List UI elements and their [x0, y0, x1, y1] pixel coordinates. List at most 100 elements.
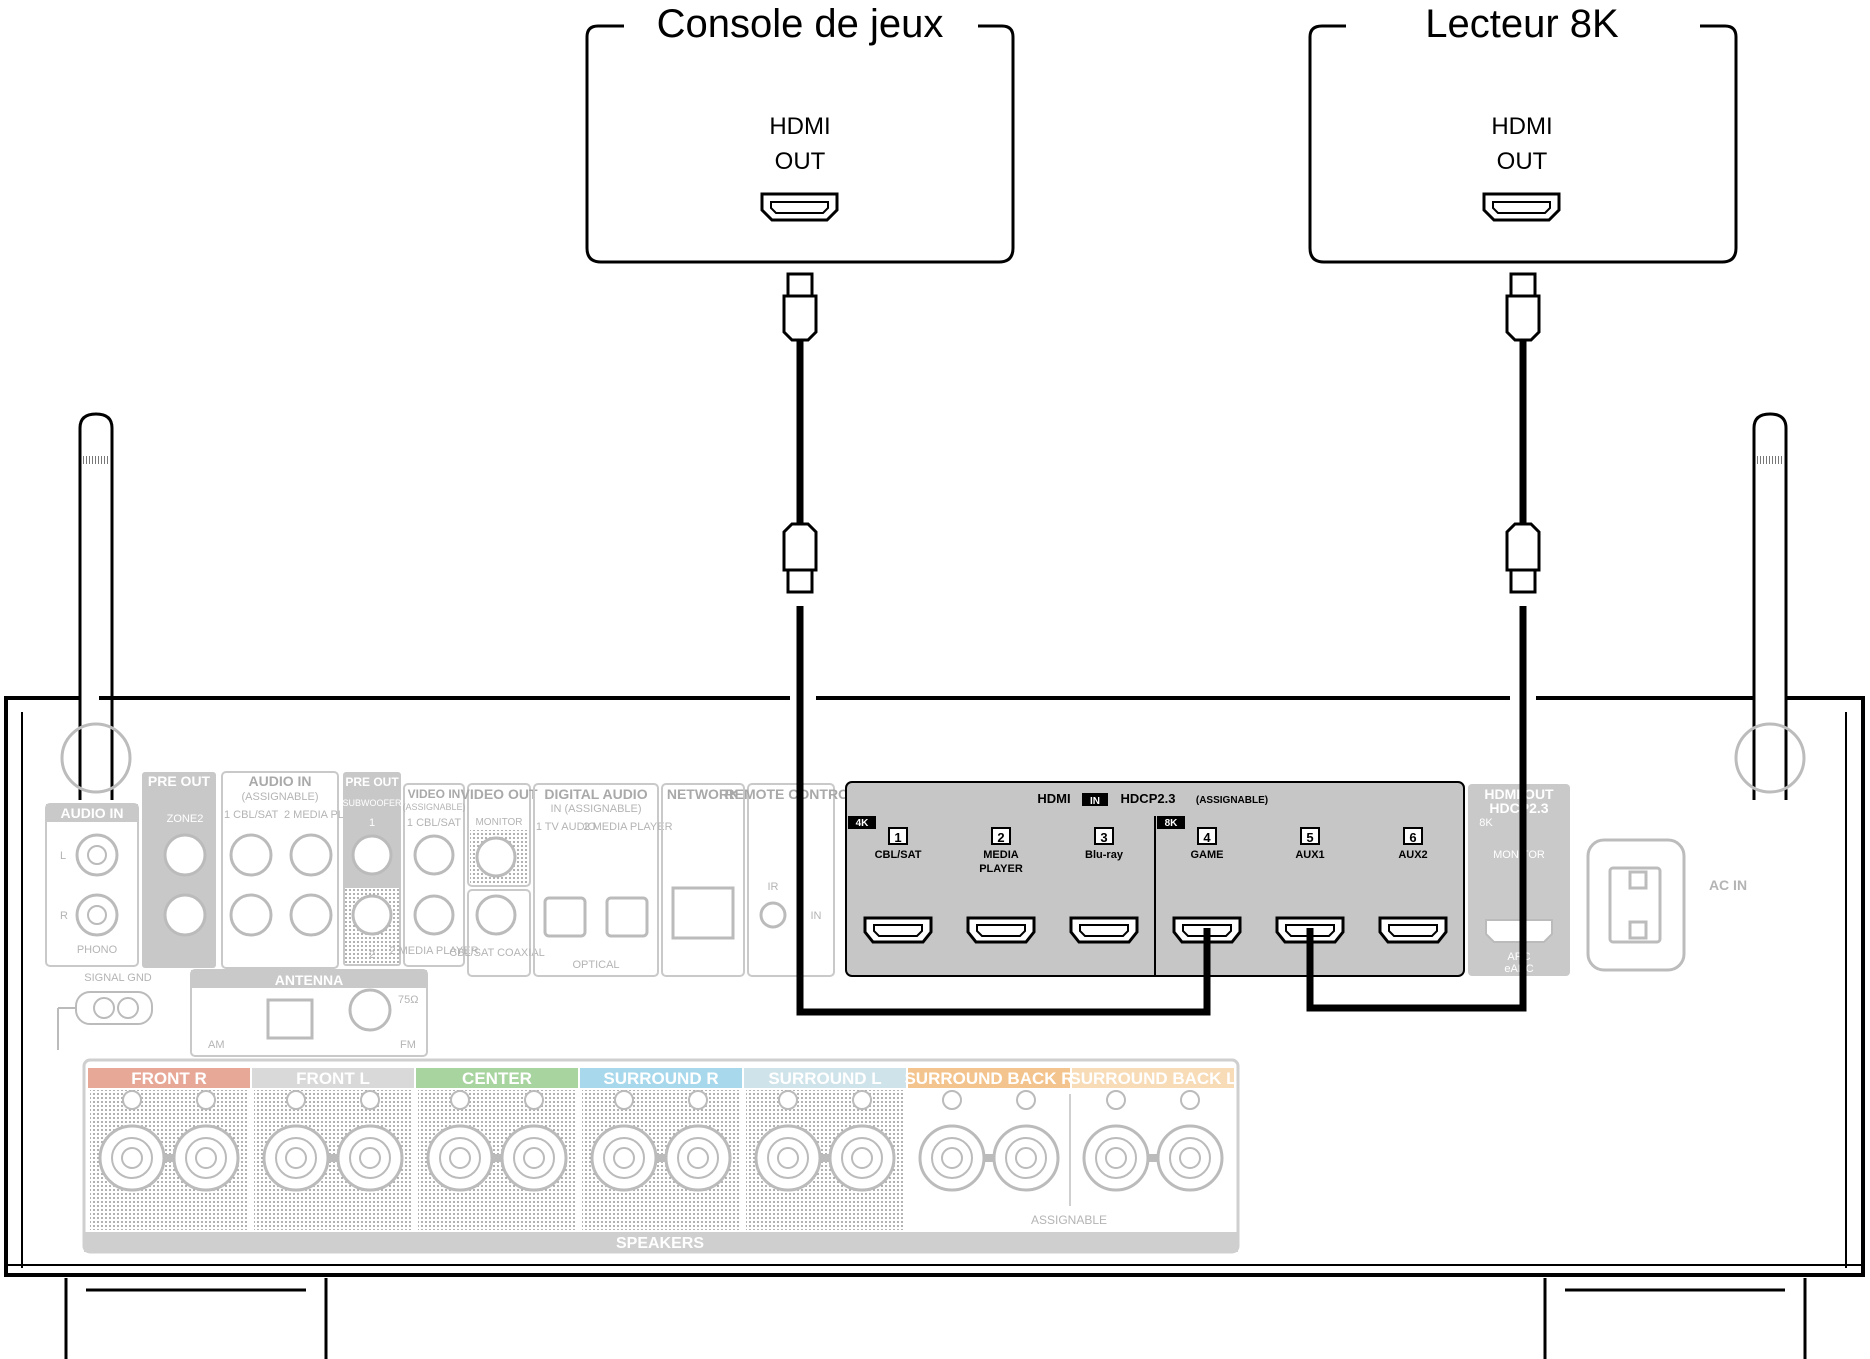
port-label: MEDIA — [983, 849, 1019, 861]
port-label: AUX1 — [1295, 849, 1324, 861]
speaker-channel-label: SURROUND R — [603, 1069, 718, 1088]
hdmi-plug-icon — [782, 522, 818, 594]
plus-icon — [286, 1090, 306, 1110]
assignable-label: (ASSIGNABLE) — [402, 802, 465, 812]
speaker-terminal — [992, 1124, 1060, 1192]
port-number-box — [991, 827, 1011, 845]
hdmi-in-title: HDMI — [1037, 791, 1070, 806]
right-antenna — [1752, 412, 1788, 800]
speaker-terminal — [828, 1124, 896, 1192]
port-number: 3 — [1100, 830, 1107, 845]
pre-out-zone2-section: PRE OUT ZONE2 — [142, 772, 216, 968]
player-8k-device: Lecteur 8K HDMI OUT — [1308, 2, 1738, 264]
speaker-terminal-group: CENTER — [416, 1068, 578, 1230]
fm-label: FM — [400, 1039, 416, 1051]
hdcp-label: HDCP2.3 — [1489, 800, 1548, 816]
am-label: AM — [208, 1039, 225, 1051]
left-channel-label: L — [60, 850, 66, 862]
optical-label: OPTICAL — [572, 959, 619, 971]
hdcp-label: HDCP2.3 — [1121, 791, 1176, 806]
assignable-label: IN (ASSIGNABLE) — [550, 803, 641, 815]
ir-label: IR — [768, 881, 779, 893]
remote-control-section: REMOTE CONTROL IR IN — [725, 783, 858, 977]
section-label: HDMI OUT — [1484, 786, 1554, 802]
speaker-terminal-group: FRONT R — [88, 1068, 250, 1230]
port-number: 6 — [1409, 830, 1416, 845]
speaker-terminal — [918, 1124, 986, 1192]
badge-4k: 4K — [856, 818, 870, 829]
input-label: 2 MEDIA PLAYER — [583, 821, 672, 833]
minus-icon — [196, 1090, 216, 1110]
minus-icon — [360, 1090, 380, 1110]
hdmi-plug-icon — [782, 272, 818, 342]
device-title: Console de jeux — [657, 2, 944, 46]
plus-icon — [450, 1090, 470, 1110]
section-label: PRE OUT — [345, 775, 399, 789]
phono-label: PHONO — [77, 944, 118, 956]
antenna-section: ANTENNA AM FM 75Ω — [190, 969, 428, 1057]
subwoofer-label: SUBWOOFER — [342, 798, 402, 808]
assignable-label: (ASSIGNABLE) — [1196, 795, 1268, 806]
port-number-box — [1197, 827, 1217, 845]
network-section: NETWORK — [661, 783, 745, 977]
speaker-terminal-group: SURROUND BACK R — [904, 1068, 1074, 1192]
speaker-channel-label: FRONT R — [131, 1069, 207, 1088]
hdmi-plug-icon — [1505, 522, 1541, 594]
sub-2-label: 2 — [369, 949, 375, 961]
speaker-terminal — [1156, 1124, 1224, 1192]
signal-gnd-label: SIGNAL GND — [84, 972, 151, 984]
port-label: CBL/SAT — [875, 849, 922, 861]
hdmi-out-section: HDMI OUT HDCP2.3 8K MONITOR ARC eARC — [1468, 784, 1570, 976]
input-label: 1 CBL/SAT — [224, 809, 278, 821]
hdmi-cable-game-console — [782, 272, 1211, 1016]
port-number: 1 — [894, 830, 901, 845]
section-label: AUDIO IN — [61, 805, 124, 821]
monitor-label: MONITOR — [1493, 849, 1545, 861]
video-out-section: VIDEO OUT MONITOR CBL/SAT COAXIAL — [449, 783, 545, 977]
section-label: PRE OUT — [148, 773, 211, 789]
speaker-terminal — [1082, 1124, 1150, 1192]
plus-icon — [942, 1090, 962, 1110]
minus-icon — [852, 1090, 872, 1110]
coaxial-label: CBL/SAT COAXIAL — [449, 947, 545, 959]
hdmi-cable-player-8k — [1306, 272, 1541, 1012]
speaker-terminal — [262, 1124, 330, 1192]
port-number: 2 — [997, 830, 1004, 845]
plus-icon — [778, 1090, 798, 1110]
port-number: 5 — [1306, 830, 1313, 845]
section-label: VIDEO OUT — [460, 786, 537, 802]
right-channel-label: R — [60, 910, 68, 922]
ir-in-label: IN — [811, 910, 822, 922]
section-label: NETWORK — [667, 786, 739, 802]
port-label: GAME — [1191, 849, 1224, 861]
port-label: PLAYER — [979, 863, 1023, 875]
port-number-box — [1300, 827, 1320, 845]
hdmi-out-port-icon — [760, 192, 839, 222]
av-receiver-rear-panel — [4, 696, 1865, 1359]
zone2-label: ZONE2 — [167, 813, 204, 825]
in-badge: IN — [1090, 796, 1100, 807]
video-in-section: VIDEO IN (ASSIGNABLE) 1 CBL/SAT 2 MEDIA … — [389, 783, 479, 967]
minus-icon — [1016, 1090, 1036, 1110]
section-label: DIGITAL AUDIO — [544, 786, 647, 802]
input-label: 1 TV AUDIO — [536, 821, 597, 833]
sub-1-label: 1 — [369, 817, 375, 829]
input-label: 1 CBL/SAT — [407, 817, 461, 829]
speakers-label: SPEAKERS — [616, 1235, 704, 1252]
ohm-label: 75Ω — [398, 994, 418, 1006]
plus-icon — [1106, 1090, 1126, 1110]
assignable-label: ASSIGNABLE — [1031, 1213, 1107, 1227]
monitor-label: MONITOR — [475, 817, 522, 828]
speaker-channel-label: SURROUND BACK L — [1069, 1069, 1236, 1088]
speaker-channel-label: CENTER — [462, 1069, 532, 1088]
audio-in-phono-section: AUDIO IN L R PHONO SIGNAL GND — [45, 803, 153, 1050]
section-label: REMOTE CONTROL — [725, 786, 858, 802]
speaker-channel-label: SURROUND L — [768, 1069, 881, 1088]
hdmi-plug-icon — [1505, 272, 1541, 342]
plus-icon — [122, 1090, 142, 1110]
